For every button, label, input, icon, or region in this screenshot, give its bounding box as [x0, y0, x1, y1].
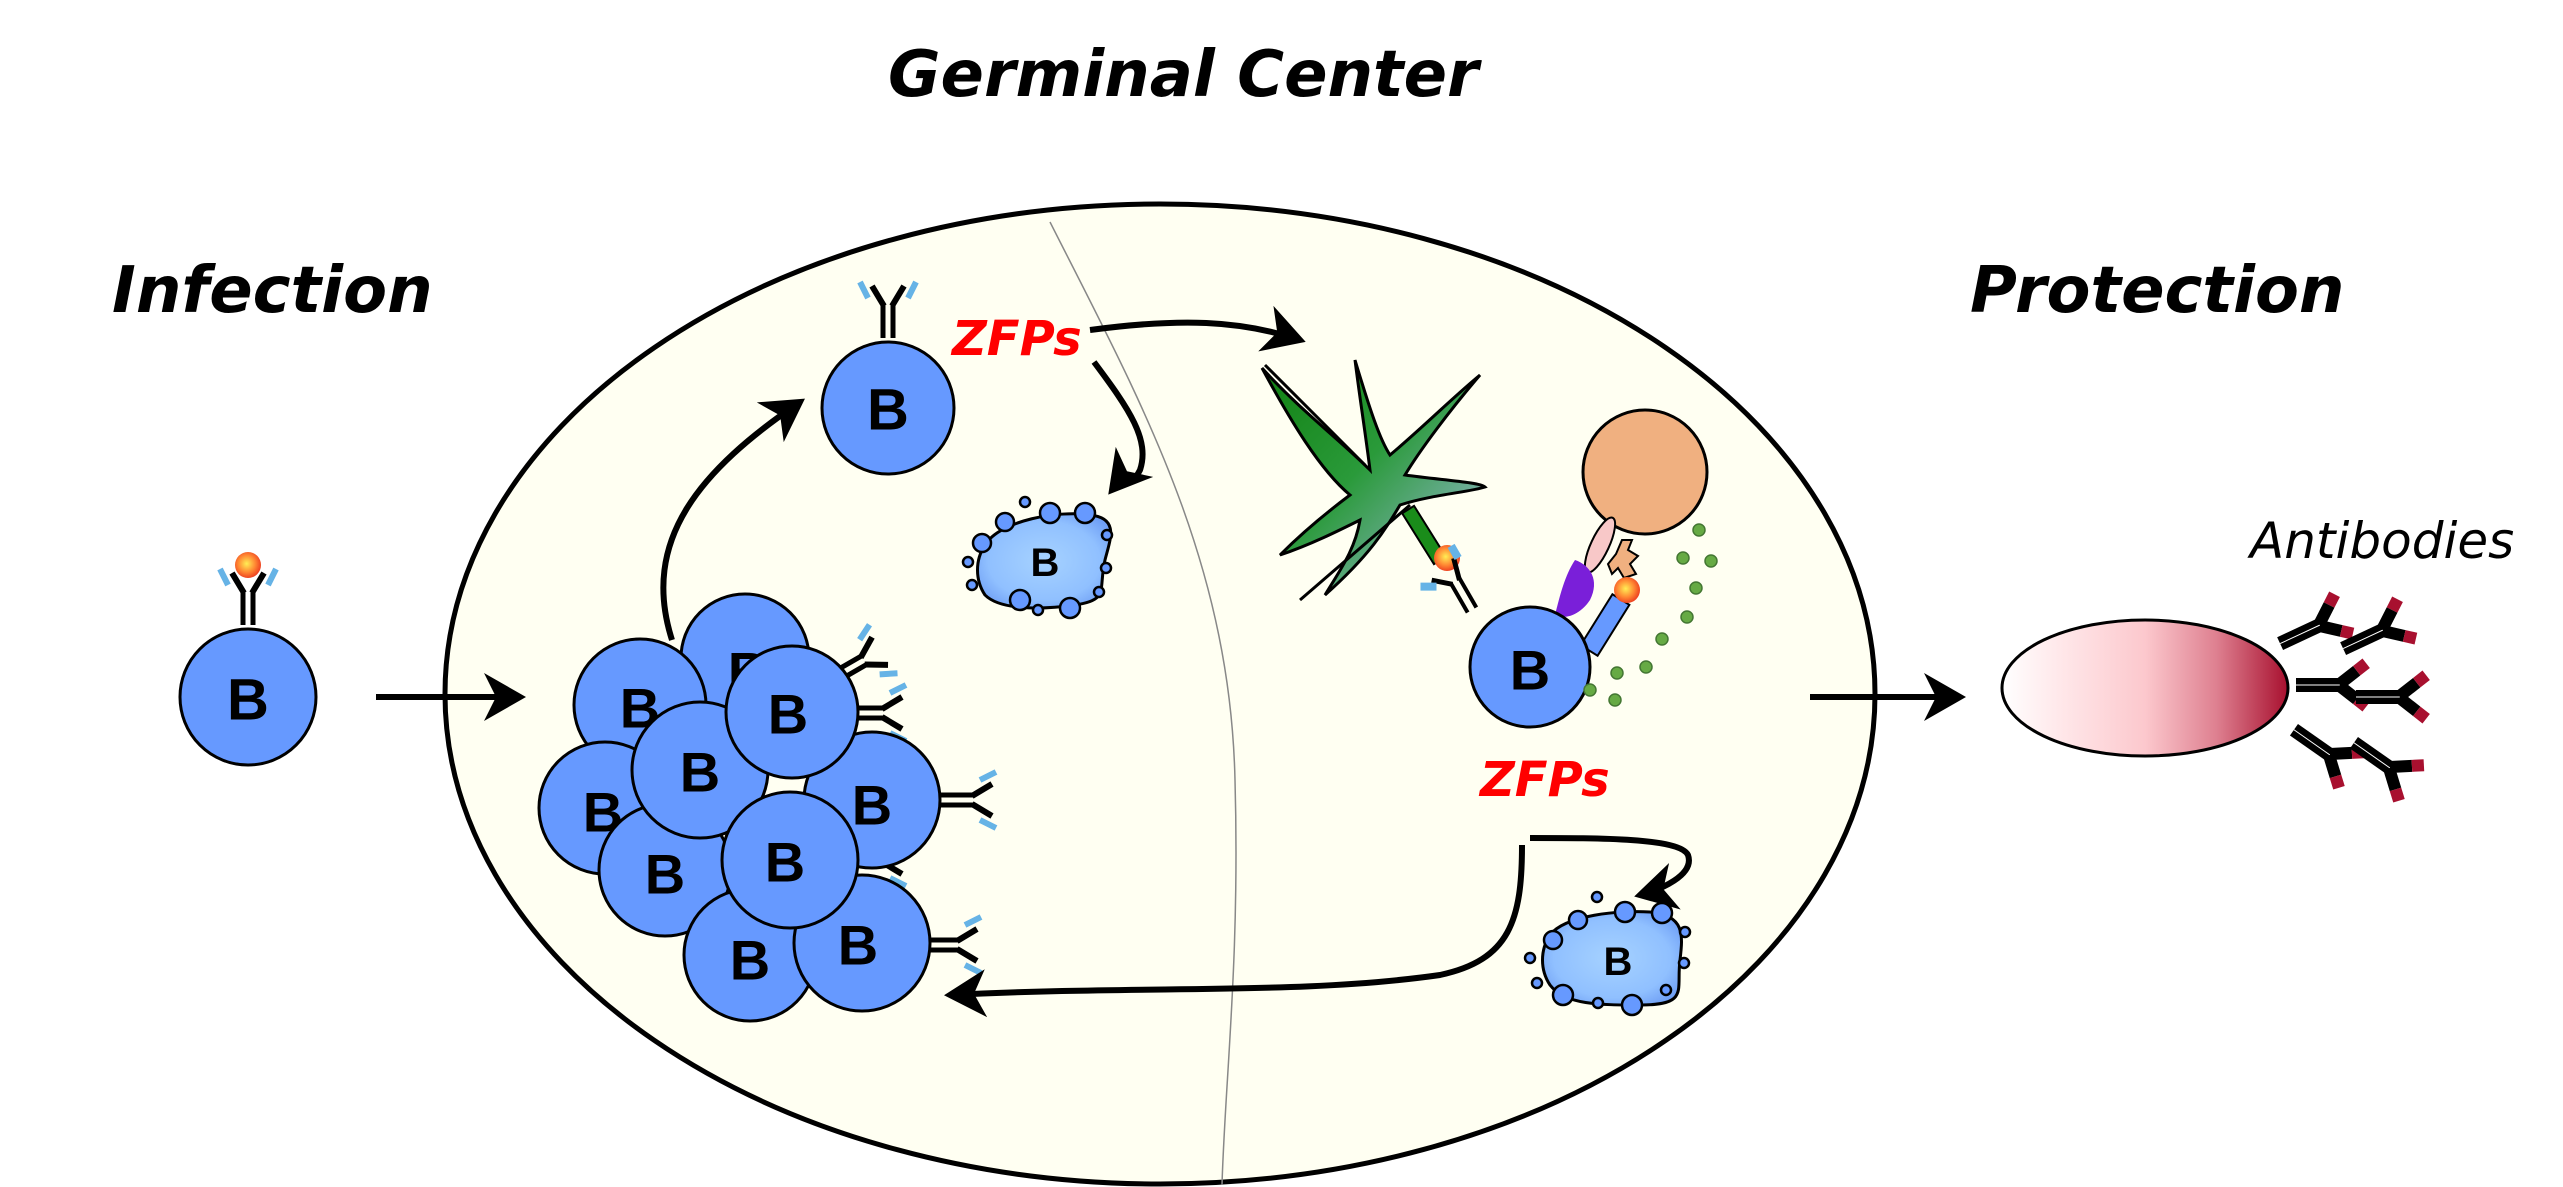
- antibody-icon: [2338, 720, 2431, 808]
- arrow-zfps-to-apoptotic-cell: [1091, 360, 1154, 495]
- germinal-center-title: Germinal Center: [888, 38, 1482, 112]
- zfps-label-bottom: ZFPs: [1478, 752, 1610, 808]
- arrow-recycle-to-cluster: [944, 844, 1525, 1018]
- protection-title: Protection: [1970, 254, 2344, 328]
- arrow-zfps-to-apoptotic-cell-bottom: [1529, 835, 1692, 910]
- svg-text:B: B: [1510, 639, 1550, 702]
- proliferating-b-cell-cluster: B B B B B B B B B B: [537, 592, 996, 1023]
- secreted-antibodies: [2268, 587, 2431, 808]
- zone-divider-line: [1049, 221, 1237, 1186]
- apoptotic-b-cell-bottom: B: [1523, 890, 1692, 1017]
- svg-text:B: B: [680, 741, 720, 804]
- antibody-icon: [2355, 670, 2431, 724]
- svg-text:B: B: [768, 683, 808, 746]
- svg-text:B: B: [867, 378, 909, 443]
- t-follicular-helper-cell: [1581, 408, 1709, 580]
- antibodies-label: Antibodies: [2247, 512, 2514, 570]
- plasma-cell: [2000, 618, 2290, 758]
- svg-text:B: B: [852, 774, 892, 837]
- svg-text:B: B: [1031, 541, 1060, 585]
- b-cell-label: B: [227, 668, 269, 733]
- arrow-cluster-to-b-cell: [660, 398, 805, 641]
- svg-text:B: B: [645, 843, 685, 906]
- svg-text:B: B: [765, 831, 805, 894]
- cytokine-dots: [1583, 523, 1718, 707]
- arrow-zfps-to-dendritic-cell: [1089, 305, 1306, 352]
- light-zone-b-cell: B: [1420, 543, 1640, 729]
- infection-title: Infection: [112, 254, 433, 328]
- antigen-icon: [235, 552, 261, 578]
- naive-b-cell: B: [178, 552, 318, 767]
- svg-text:B: B: [730, 929, 770, 992]
- antibody-icon: [2268, 587, 2359, 669]
- svg-text:B: B: [1604, 940, 1633, 984]
- apoptotic-b-cell-top: B: [961, 495, 1114, 620]
- costimulatory-molecule: [1555, 560, 1595, 617]
- antigen-icon: [1614, 577, 1640, 603]
- zfps-label-top: ZFPs: [950, 311, 1082, 367]
- centrocyte-b-cell: B: [820, 282, 956, 476]
- svg-text:B: B: [838, 914, 878, 977]
